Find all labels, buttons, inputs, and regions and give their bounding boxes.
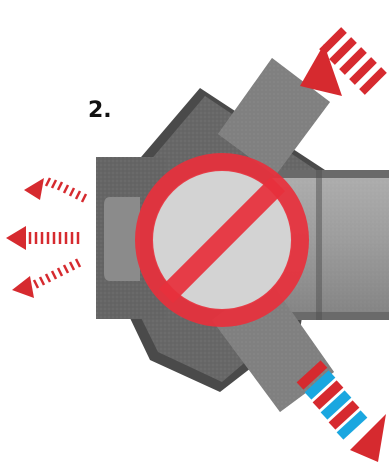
inlet-arrow-icon [300,27,387,96]
no-entry-circle-slash-icon [135,153,309,327]
leak-arrow-up-icon [24,177,88,203]
outlet-arrow-icon [296,360,386,462]
step-number-label: 2. [88,98,112,123]
leak-arrows [6,177,88,298]
leak-arrow-left-icon [6,226,80,250]
leak-arrow-down-icon [12,258,82,298]
